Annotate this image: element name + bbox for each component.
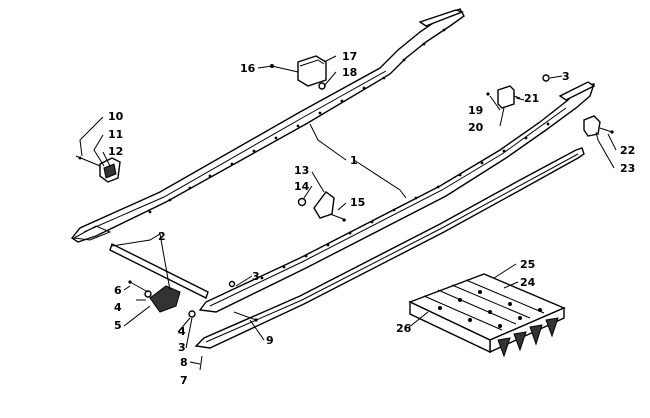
callout-8: 8 <box>180 356 188 369</box>
callout-9: 9 <box>266 334 274 347</box>
callout-1: 1 <box>350 154 358 167</box>
callout-17: 17 <box>342 50 357 63</box>
callout-20: 20 <box>468 121 484 134</box>
callout-14: 14 <box>294 180 310 193</box>
callout-24: 24 <box>520 276 536 289</box>
callout-26: 26 <box>396 322 412 335</box>
callout-4-right: 4 <box>178 325 186 338</box>
callout-23: 23 <box>620 162 635 175</box>
callout-13: 13 <box>294 164 309 177</box>
callout-22: 22 <box>620 144 635 157</box>
callout-6: 6 <box>114 284 122 297</box>
callout-3-mid: 3 <box>252 270 260 283</box>
leader-lines <box>79 55 617 365</box>
cross-shaft <box>109 243 209 299</box>
mid-bracket <box>297 191 347 222</box>
callout-19: 19 <box>468 104 483 117</box>
callout-3-rear: 3 <box>562 70 570 83</box>
rear-mount-block <box>270 55 327 90</box>
callout-16: 16 <box>240 62 256 75</box>
callout-labels: 1 2 3 3 3 4 4 5 6 7 8 9 10 11 12 13 14 1… <box>108 50 635 387</box>
idler-parts <box>128 280 258 371</box>
callout-18: 18 <box>342 66 357 79</box>
callout-7: 7 <box>180 374 188 387</box>
front-bracket <box>75 155 121 183</box>
callout-10: 10 <box>108 110 124 123</box>
rear-blocks <box>486 74 614 137</box>
callout-4-left: 4 <box>114 301 122 314</box>
callout-12: 12 <box>108 145 123 158</box>
callout-3-front: 3 <box>178 341 186 354</box>
lower-rail <box>198 81 596 313</box>
track-section <box>408 273 566 358</box>
upper-rail <box>70 8 465 243</box>
callout-2: 2 <box>158 230 166 243</box>
callout-5: 5 <box>114 319 122 332</box>
callout-25: 25 <box>520 258 535 271</box>
callout-21: 21 <box>524 92 539 105</box>
callout-11: 11 <box>108 128 123 141</box>
callout-15: 15 <box>350 196 365 209</box>
wear-strip <box>194 147 585 349</box>
